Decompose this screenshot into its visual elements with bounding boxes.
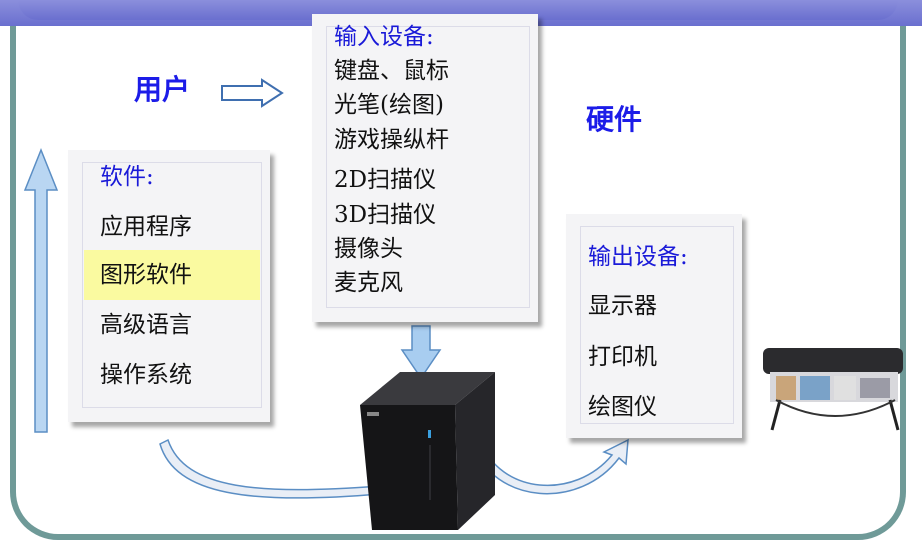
- input-box-border: [326, 26, 530, 308]
- input-item: 摄像头: [334, 236, 403, 262]
- curved-arrow-icon: [159, 438, 400, 502]
- software-item: 操作系统: [100, 362, 192, 388]
- output-box-border: [580, 226, 734, 424]
- input-heading: 输入设备:: [334, 24, 434, 50]
- up-arrow-icon: [23, 147, 59, 433]
- highlight-marker: [84, 250, 260, 300]
- output-item: 显示器: [588, 293, 657, 319]
- software-box-border: [82, 162, 262, 408]
- input-item: 游戏操纵杆: [334, 127, 449, 153]
- input-item: 2D扫描仪: [334, 167, 437, 193]
- software-item: 图形软件: [100, 262, 192, 288]
- input-item: 光笔(绘图): [334, 92, 444, 118]
- software-item: 高级语言: [100, 312, 192, 338]
- right-arrow-icon: [221, 78, 284, 108]
- output-devices-box: 输出设备: 显示器 打印机 绘图仪: [566, 214, 742, 438]
- software-box: 软件: 应用程序 图形软件 高级语言 操作系统: [68, 150, 270, 422]
- output-item: 打印机: [588, 344, 657, 370]
- software-item: 应用程序: [100, 214, 192, 240]
- input-item: 麦克风: [334, 270, 403, 296]
- plotter-image: [763, 348, 903, 431]
- output-heading: 输出设备:: [588, 244, 688, 270]
- input-devices-box: 输入设备: 键盘、鼠标 光笔(绘图) 游戏操纵杆 2D扫描仪 3D扫描仪 摄像头…: [312, 14, 538, 322]
- hardware-label: 硬件: [586, 103, 643, 136]
- curved-arrow-icon: [471, 438, 629, 495]
- output-item: 绘图仪: [588, 394, 657, 420]
- software-heading: 软件:: [100, 164, 154, 190]
- computer-tower-image: [360, 372, 495, 530]
- input-item: 键盘、鼠标: [334, 58, 449, 84]
- down-arrow-icon: [400, 325, 442, 380]
- user-label: 用户: [134, 73, 191, 106]
- input-item: 3D扫描仪: [334, 202, 437, 228]
- title-banner-curve: [18, 0, 898, 20]
